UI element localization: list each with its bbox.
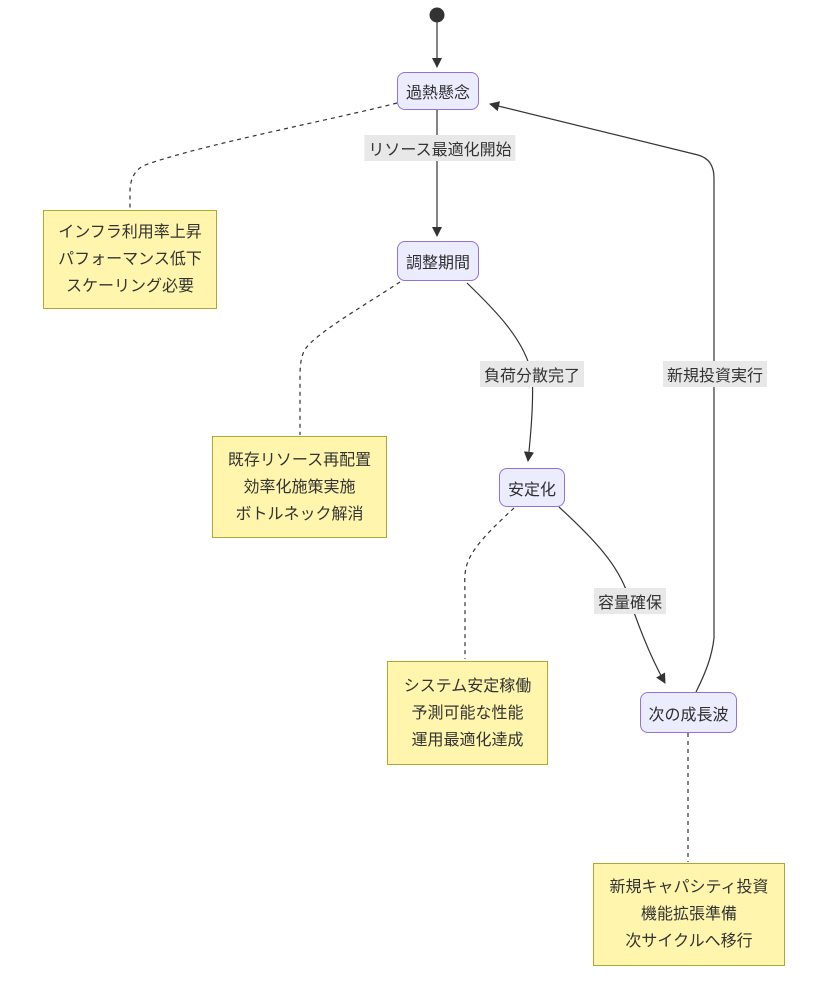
note-line: インフラ利用率上昇: [58, 224, 202, 241]
state-stabilization: 安定化: [499, 468, 565, 507]
note-overheating-concern: インフラ利用率上昇 パフォーマンス低下 スケーリング必要: [43, 210, 217, 309]
note-line: ボトルネック解消: [235, 505, 364, 523]
note-adjustment-period: 既存リソース再配置 効率化施策実施 ボトルネック解消: [212, 436, 387, 538]
start-state-dot: [429, 7, 445, 23]
note-line: 予測可能な性能: [411, 704, 524, 722]
note-stabilization: システム安定稼働 予測可能な性能 運用最適化達成: [387, 661, 548, 765]
note-line: 効率化施策実施: [243, 478, 356, 496]
note-line: 次サイクルへ移行: [625, 933, 753, 950]
state-label: 過熱懸念: [405, 85, 470, 102]
note-line: システム安定稼働: [403, 677, 532, 695]
transition-label-resource-optimization: リソース最適化開始: [364, 135, 516, 161]
note-next-growth-wave: 新規キャパシティ投資 機能拡張準備 次サイクルへ移行: [593, 863, 785, 966]
transition-label-load-balancing-complete: 負荷分散完了: [479, 361, 585, 387]
state-label: 安定化: [507, 481, 556, 499]
state-overheating-concern: 過熱懸念: [397, 72, 479, 110]
note-link-overheating: [129, 102, 398, 209]
note-link-stabilization: [464, 507, 515, 659]
note-line: 運用最適化達成: [411, 731, 524, 749]
note-line: パフォーマンス低下: [58, 251, 202, 268]
note-line: スケーリング必要: [65, 278, 194, 295]
note-line: 機能拡張準備: [640, 906, 737, 923]
note-link-adjustment: [299, 281, 401, 435]
edge-nextwave-to-overheating: [489, 101, 715, 693]
state-label: 調整期間: [405, 255, 470, 272]
note-line: 既存リソース再配置: [227, 451, 372, 469]
transition-label-capacity-secured: 容量確保: [593, 588, 667, 614]
state-adjustment-period: 調整期間: [397, 241, 479, 281]
state-next-growth-wave: 次の成長波: [640, 692, 737, 733]
note-line: 新規キャパシティ投資: [609, 879, 769, 896]
state-label: 次の成長波: [648, 706, 729, 724]
transition-label-new-investment: 新規投資実行: [662, 361, 768, 387]
